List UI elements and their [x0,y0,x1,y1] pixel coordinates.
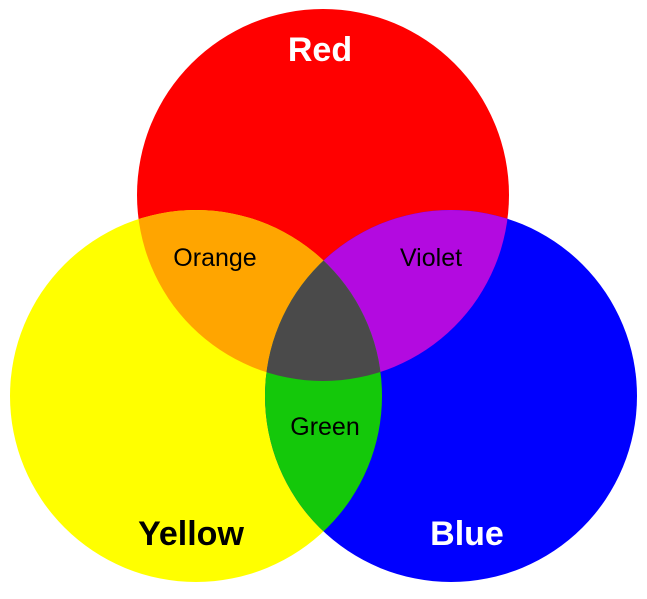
green-label: Green [290,413,359,441]
orange-overlap [137,210,382,381]
orange-label: Orange [173,244,256,272]
violet-overlap [265,210,509,381]
red-label: Red [288,31,352,69]
blue-label: Blue [430,515,504,553]
violet-label: Violet [400,244,462,272]
yellow-label: Yellow [138,515,244,553]
